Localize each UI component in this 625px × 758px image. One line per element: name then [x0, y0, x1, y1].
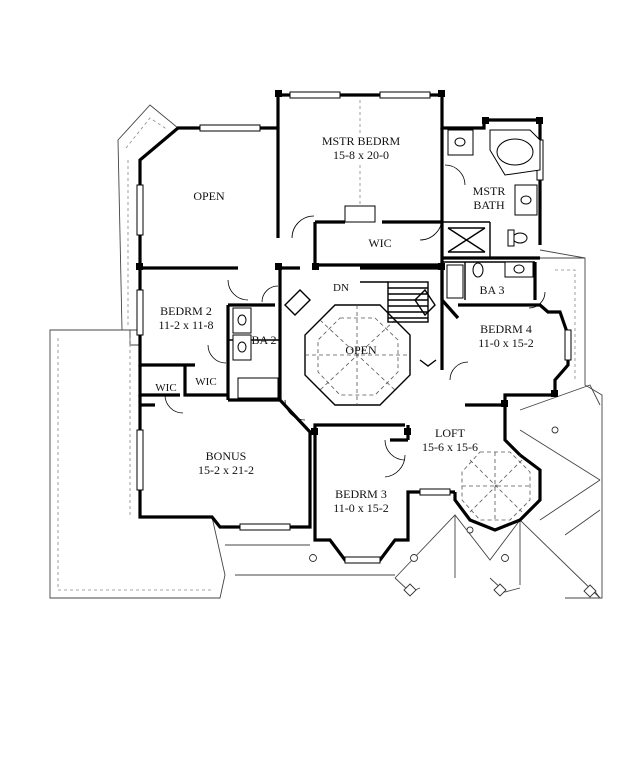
wic-a-label: WIC [155, 382, 176, 394]
loft-octagon [461, 451, 531, 521]
master-bedroom-label: MSTR BEDRM [322, 134, 401, 148]
bonus-size: 15-2 x 21-2 [198, 463, 254, 477]
open-center-label: OPEN [345, 343, 377, 357]
loft-size: 15-6 x 15-6 [422, 440, 478, 454]
master-bedroom-size: 15-8 x 20-0 [333, 148, 389, 162]
roof-lines [49, 104, 603, 599]
center-open-octagon [284, 288, 436, 406]
columns [136, 90, 558, 435]
bedroom3-size: 11-0 x 15-2 [333, 501, 389, 515]
roof-posts [309, 426, 597, 598]
bath2-label: BA 2 [251, 333, 276, 347]
loft-label: LOFT [435, 426, 466, 440]
bath3-label: BA 3 [479, 283, 504, 297]
staircase [360, 281, 437, 367]
door-swings [164, 164, 546, 478]
stair-down-label: DN [333, 282, 349, 294]
bonus-label: BONUS [206, 449, 247, 463]
bedroom2-label: BEDRM 2 [160, 304, 212, 318]
fixtures [232, 129, 541, 399]
bedroom4-size: 11-0 x 15-2 [478, 336, 534, 350]
master-bath-label-2: BATH [473, 198, 505, 212]
master-bath-label: MSTR [473, 184, 506, 198]
bedroom4-label: BEDRM 4 [480, 322, 532, 336]
windows [136, 91, 572, 564]
master-wic-label: WIC [368, 236, 391, 250]
bedroom2-size: 11-2 x 11-8 [158, 318, 213, 332]
wic-b-label: WIC [195, 376, 216, 388]
room-labels: OPEN MSTR BEDRM 15-8 x 20-0 MSTR BATH WI… [155, 134, 533, 515]
open-room-label: OPEN [193, 189, 225, 203]
bedroom3-label: BEDRM 3 [335, 487, 387, 501]
